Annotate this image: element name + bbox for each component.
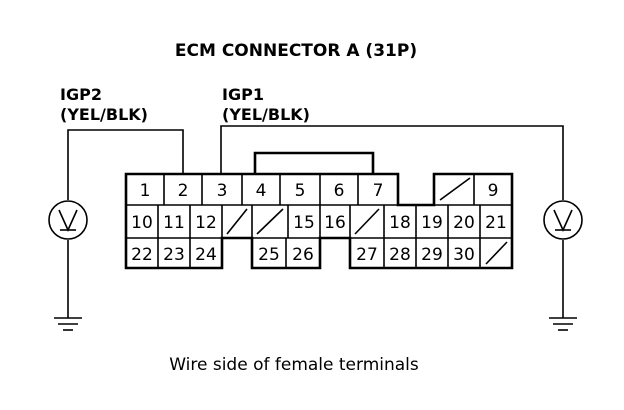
cavity-8-slash: [439, 177, 471, 201]
pin-23: 23: [163, 245, 185, 265]
pin-28: 28: [389, 245, 411, 265]
left-voltmeter-circuit: [48, 129, 184, 331]
left-voltmeter-icon: [48, 200, 88, 240]
pin-19: 19: [421, 213, 443, 233]
pin-row-1: 1 2 3 4 5 6 7 9: [140, 181, 499, 201]
cavity-31-slash: [485, 241, 508, 265]
pin-21: 21: [485, 213, 507, 233]
right-voltmeter-circuit: [220, 125, 583, 331]
pin-15: 15: [293, 213, 315, 233]
pin-29: 29: [421, 245, 443, 265]
pin-2: 2: [178, 181, 189, 201]
pin-26: 26: [292, 245, 314, 265]
pin-9: 9: [488, 181, 499, 201]
pin-11: 11: [163, 213, 185, 233]
pin-1: 1: [140, 181, 151, 201]
pin-27: 27: [356, 245, 378, 265]
pin-6: 6: [334, 181, 345, 201]
igp1-wire-color: (YEL/BLK): [222, 105, 310, 124]
pin-20: 20: [453, 213, 475, 233]
ecm-connector-a: 1 2 3 4 5 6 7 9 10 11 12 15 16 18 19 20 …: [124, 151, 514, 270]
igp1-label: IGP1: [222, 85, 264, 104]
pin-16: 16: [324, 213, 346, 233]
pin-18: 18: [389, 213, 411, 233]
left-ground-icon: [54, 317, 82, 331]
pin-24: 24: [195, 245, 217, 265]
pin-7: 7: [373, 181, 384, 201]
pin-row-2: 10 11 12 15 16 18 19 20 21: [131, 213, 507, 233]
pin-5: 5: [295, 181, 306, 201]
igp1-wire: [220, 125, 564, 200]
diagram-caption: Wire side of female terminals: [169, 355, 419, 375]
pin-4: 4: [256, 181, 267, 201]
connector-grid: [126, 174, 512, 268]
igp2-wire-color: (YEL/BLK): [60, 105, 148, 124]
unused-cavities: [226, 177, 508, 265]
cavity-17-slash: [354, 208, 380, 235]
pin-22: 22: [131, 245, 153, 265]
igp2-label: IGP2: [60, 85, 102, 104]
cavity-14-slash: [256, 208, 284, 235]
right-voltmeter-icon: [543, 200, 583, 240]
pin-3: 3: [217, 181, 228, 201]
pin-12: 12: [195, 213, 217, 233]
cavity-13-slash: [226, 208, 248, 235]
igp2-wire: [67, 129, 184, 200]
right-ground-icon: [549, 317, 577, 331]
pin-25: 25: [258, 245, 280, 265]
pin-30: 30: [453, 245, 475, 265]
pin-10: 10: [131, 213, 153, 233]
pin-row-3: 22 23 24 25 26 27 28 29 30: [131, 245, 475, 265]
connector-title: ECM CONNECTOR A (31P): [175, 41, 417, 61]
connector-lock-tab: [253, 151, 375, 174]
